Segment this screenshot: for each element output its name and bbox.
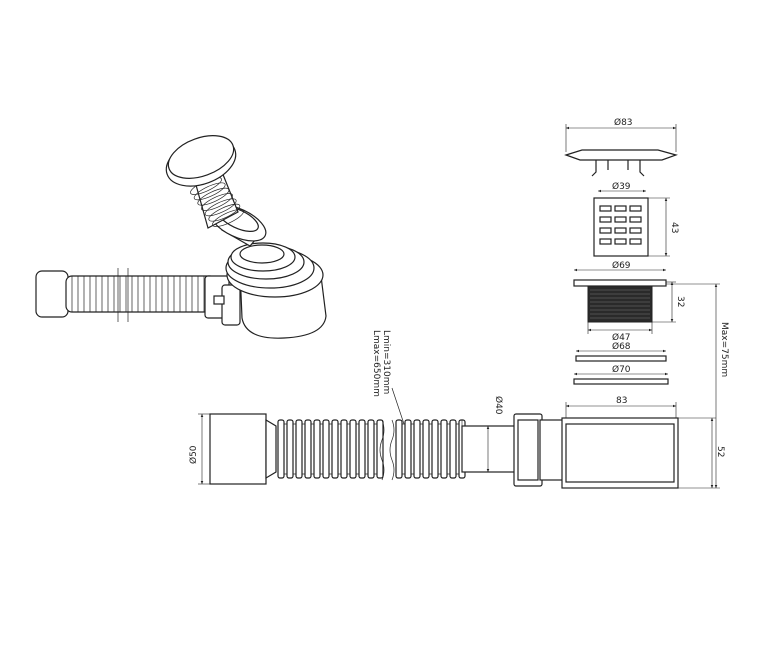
dim-strainer-height: 43 bbox=[669, 222, 679, 233]
dim-thread-height: 32 bbox=[675, 296, 685, 307]
dim-cap-diameter: Ø83 bbox=[614, 117, 633, 128]
dim-hose-length-max: Lmax=650mm bbox=[371, 330, 381, 397]
iso-siphon-body bbox=[225, 242, 327, 339]
dim-flange-diameter: Ø69 bbox=[612, 260, 631, 271]
dim-gasket-lower: Ø70 bbox=[612, 364, 631, 375]
dim-pipe-end-diameter: Ø50 bbox=[188, 445, 199, 464]
dim-outlet-diameter: Ø40 bbox=[493, 396, 504, 415]
dim-body-width: 83 bbox=[616, 396, 627, 406]
max-height-dimension: Max=75mm bbox=[666, 283, 729, 488]
iso-flexible-hose bbox=[35, 268, 217, 322]
cap-detail: Ø83 bbox=[564, 117, 678, 177]
strainer-detail: Ø39 43 bbox=[593, 181, 679, 257]
iso-cap bbox=[165, 135, 237, 187]
isometric-assembly-view bbox=[35, 135, 327, 339]
dim-hose-length-min: Lmin=310mm bbox=[381, 330, 391, 394]
dim-strainer-diameter: Ø39 bbox=[612, 181, 631, 192]
gaskets-detail: Ø68 Ø70 bbox=[573, 341, 669, 385]
dim-gasket-upper: Ø68 bbox=[612, 341, 631, 352]
iso-spring-strainer bbox=[190, 171, 244, 229]
iso-connector bbox=[204, 275, 241, 326]
dim-max-height: Max=75mm bbox=[719, 322, 729, 377]
thread-sleeve-detail: Ø69 Ø47 32 bbox=[573, 260, 685, 343]
side-elevation-view: Ø50 Lmin=310mm Lmax=650mm Ø40 83 52 bbox=[188, 330, 725, 489]
dim-body-height: 52 bbox=[715, 446, 725, 457]
dim-thread-diameter: Ø47 bbox=[612, 332, 631, 343]
